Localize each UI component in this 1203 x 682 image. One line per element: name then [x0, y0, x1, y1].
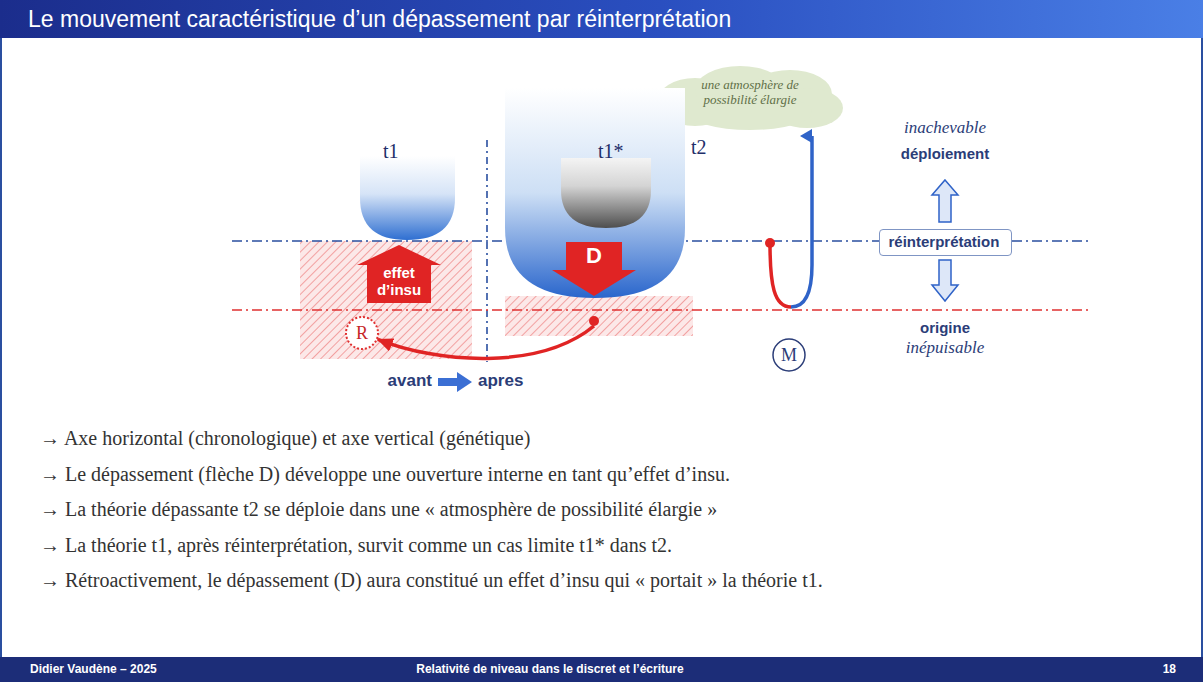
circle-shape: [346, 317, 378, 349]
node-text: effet d’insu: [357, 245, 441, 298]
movement-circle: M: [772, 338, 806, 372]
page-number: 18: [1140, 662, 1176, 676]
origin-line: [232, 309, 1090, 311]
bullet-text: → La théorie t1, après réinterprétation,…: [40, 534, 672, 557]
circle-shape: [773, 339, 805, 371]
down-arrow: [932, 260, 958, 301]
axis-label: origine: [870, 319, 1020, 336]
node-text: t1: [383, 140, 399, 162]
theory-cup: t1: [355, 140, 460, 241]
frame-line: [0, 38, 2, 657]
reinterpretation-box: réinterprétation: [879, 229, 1012, 256]
arrow-shape: [552, 270, 636, 296]
time-label: apres: [478, 371, 523, 391]
node-text: R: [345, 316, 379, 350]
time-arrow: [438, 372, 472, 392]
start-dot: [589, 316, 599, 326]
footer-author: Didier Vaudène – 2025: [30, 662, 157, 676]
cup-shape: [561, 158, 651, 228]
node-shape: [355, 140, 460, 241]
bullet-text: → Axe horizontal (chronologique) et axe …: [40, 427, 530, 450]
chronology-divider: [486, 140, 488, 362]
node-text: t1*: [598, 140, 624, 162]
hatched-region: [505, 296, 693, 336]
node-text: réinterprétation: [889, 232, 1000, 252]
frame-line: [1201, 38, 1203, 657]
arrow-shape: [357, 245, 441, 303]
insu-arrow: effet d’insu: [357, 245, 441, 303]
reinterpreted-cup: t1*: [556, 140, 656, 230]
cup-shape: [360, 156, 455, 240]
axis-label: inachevable: [870, 118, 1020, 138]
overcoming-arrow: D: [552, 242, 636, 326]
retro-connector: [378, 326, 594, 358]
bullet-text: → Rétroactivement, le dépassement (D) au…: [40, 569, 823, 592]
cup-shape: [505, 88, 685, 298]
node-text: t2: [691, 136, 707, 158]
bullet-text: → Le dépassement (flèche D) développe un…: [40, 463, 730, 486]
node-text: M: [772, 338, 806, 372]
node-text: D: [552, 242, 636, 269]
up-arrow: [932, 180, 958, 222]
bullet-text: → La théorie dépassante t2 se déploie da…: [40, 498, 717, 521]
movement-curve: [791, 136, 812, 307]
axis-label: inépuisable: [870, 338, 1020, 358]
time-label: avant: [330, 371, 432, 391]
retro-circle: R: [345, 316, 379, 350]
slide-title: Le mouvement caractéristique d’un dépass…: [28, 6, 731, 33]
footer-title: Relativité de niveau dans le discret et …: [300, 662, 800, 676]
axis-label: déploiement: [870, 145, 1020, 162]
movement-curve: [770, 243, 791, 307]
